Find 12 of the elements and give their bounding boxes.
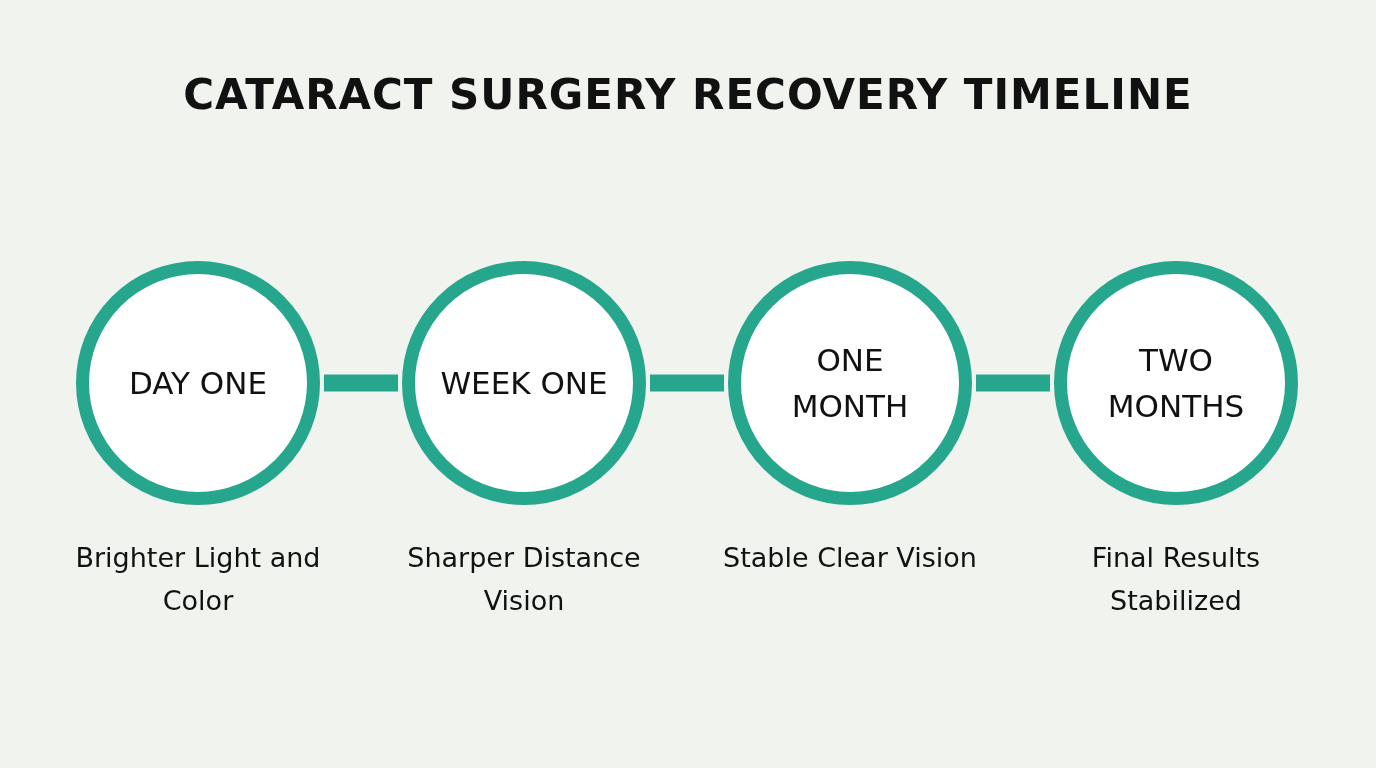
- milestone-label: ONE MONTH: [790, 340, 910, 426]
- milestone-label: TWO MONTHS: [1106, 340, 1246, 426]
- milestone-description: Stable Clear Vision: [722, 541, 978, 575]
- connector-line: [324, 374, 398, 392]
- title: CATARACT SURGERY RECOVERY TIMELINE: [183, 70, 1193, 119]
- milestone-label: WEEK ONE: [439, 363, 609, 403]
- milestone-description: Final Results Stabilized: [1090, 541, 1262, 619]
- milestone-description: Brighter Light and Color: [74, 541, 322, 619]
- connector-line: [650, 374, 724, 392]
- milestone-label: DAY ONE: [127, 363, 269, 403]
- connector-line: [976, 374, 1050, 392]
- milestone-description: Sharper Distance Vision: [406, 541, 642, 619]
